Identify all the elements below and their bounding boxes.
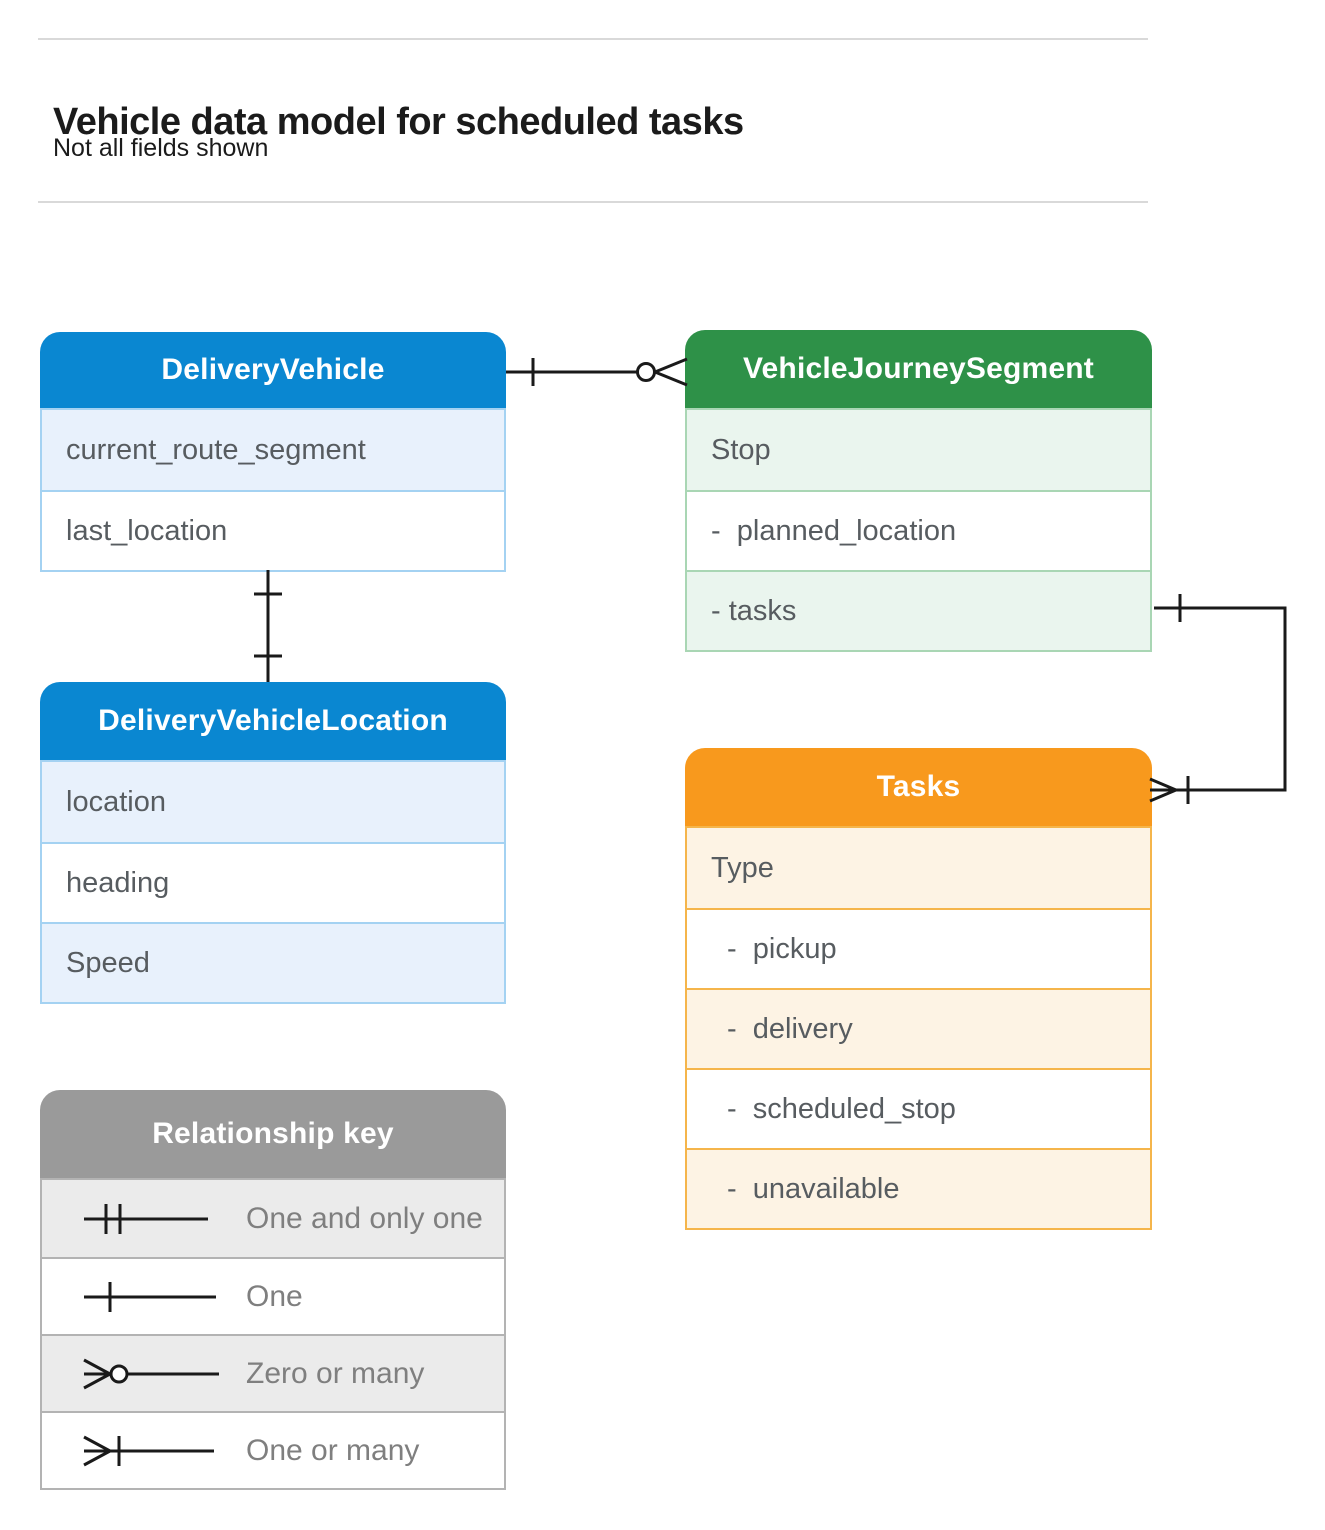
connector-vehiclejourneysegment-tasks xyxy=(1149,594,1287,804)
field-row: - unavailable xyxy=(687,1148,1150,1228)
entity-title: VehicleJourneySegment xyxy=(685,330,1152,408)
field-row: - scheduled_stop xyxy=(687,1068,1150,1148)
relationship-key: Relationship key One and only one One xyxy=(40,1090,506,1490)
entity-title: Tasks xyxy=(685,748,1152,826)
page-subtitle: Not all fields shown xyxy=(53,134,269,162)
field-row: - pickup xyxy=(687,908,1150,988)
top-divider xyxy=(38,38,1148,40)
connector-deliveryvehicle-vehiclejourneysegment xyxy=(506,357,688,387)
one-or-many-icon xyxy=(83,1435,214,1466)
entity-delivery-vehicle: DeliveryVehicle current_route_segment la… xyxy=(40,332,506,572)
one-and-only-one-icon xyxy=(84,1203,208,1234)
entity-fields: location heading Speed xyxy=(40,760,506,1004)
entity-tasks: Tasks Type - pickup - delivery - schedul… xyxy=(685,748,1152,1230)
one-icon xyxy=(84,1281,216,1312)
entity-fields: Type - pickup - delivery - scheduled_sto… xyxy=(685,826,1152,1230)
legend-item: One and only one xyxy=(42,1180,504,1257)
field-row: - tasks xyxy=(687,570,1150,650)
entity-fields: Stop - planned_location - tasks xyxy=(685,408,1152,652)
field-row: - planned_location xyxy=(687,490,1150,570)
legend-item: One or many xyxy=(42,1411,504,1488)
entity-title: DeliveryVehicle xyxy=(40,332,506,408)
field-row: current_route_segment xyxy=(42,410,504,490)
legend-item: Zero or many xyxy=(42,1334,504,1411)
relationship-key-title: Relationship key xyxy=(40,1090,506,1178)
field-row: Stop xyxy=(687,410,1150,490)
field-row: - delivery xyxy=(687,988,1150,1068)
entity-vehicle-journey-segment: VehicleJourneySegment Stop - planned_loc… xyxy=(685,330,1152,652)
legend-item: One xyxy=(42,1257,504,1334)
page-title: Vehicle data model for scheduled tasks xyxy=(53,101,744,144)
field-row: last_location xyxy=(42,490,504,570)
entity-delivery-vehicle-location: DeliveryVehicleLocation location heading… xyxy=(40,682,506,1004)
legend-label: One xyxy=(246,1279,303,1313)
field-row: Speed xyxy=(42,922,504,1002)
header-divider xyxy=(38,201,1148,203)
entity-title: DeliveryVehicleLocation xyxy=(40,682,506,760)
entity-fields: current_route_segment last_location xyxy=(40,408,506,572)
field-row: Type xyxy=(687,828,1150,908)
legend-label: Zero or many xyxy=(246,1356,425,1390)
field-row: location xyxy=(42,762,504,842)
zero-or-many-icon xyxy=(83,1358,219,1389)
field-row: heading xyxy=(42,842,504,922)
legend-label: One and only one xyxy=(246,1201,483,1235)
connector-deliveryvehicle-deliveryvehiclelocation xyxy=(254,570,282,682)
legend-label: One or many xyxy=(246,1433,420,1467)
relationship-key-items: One and only one One Zero or many xyxy=(40,1178,506,1490)
